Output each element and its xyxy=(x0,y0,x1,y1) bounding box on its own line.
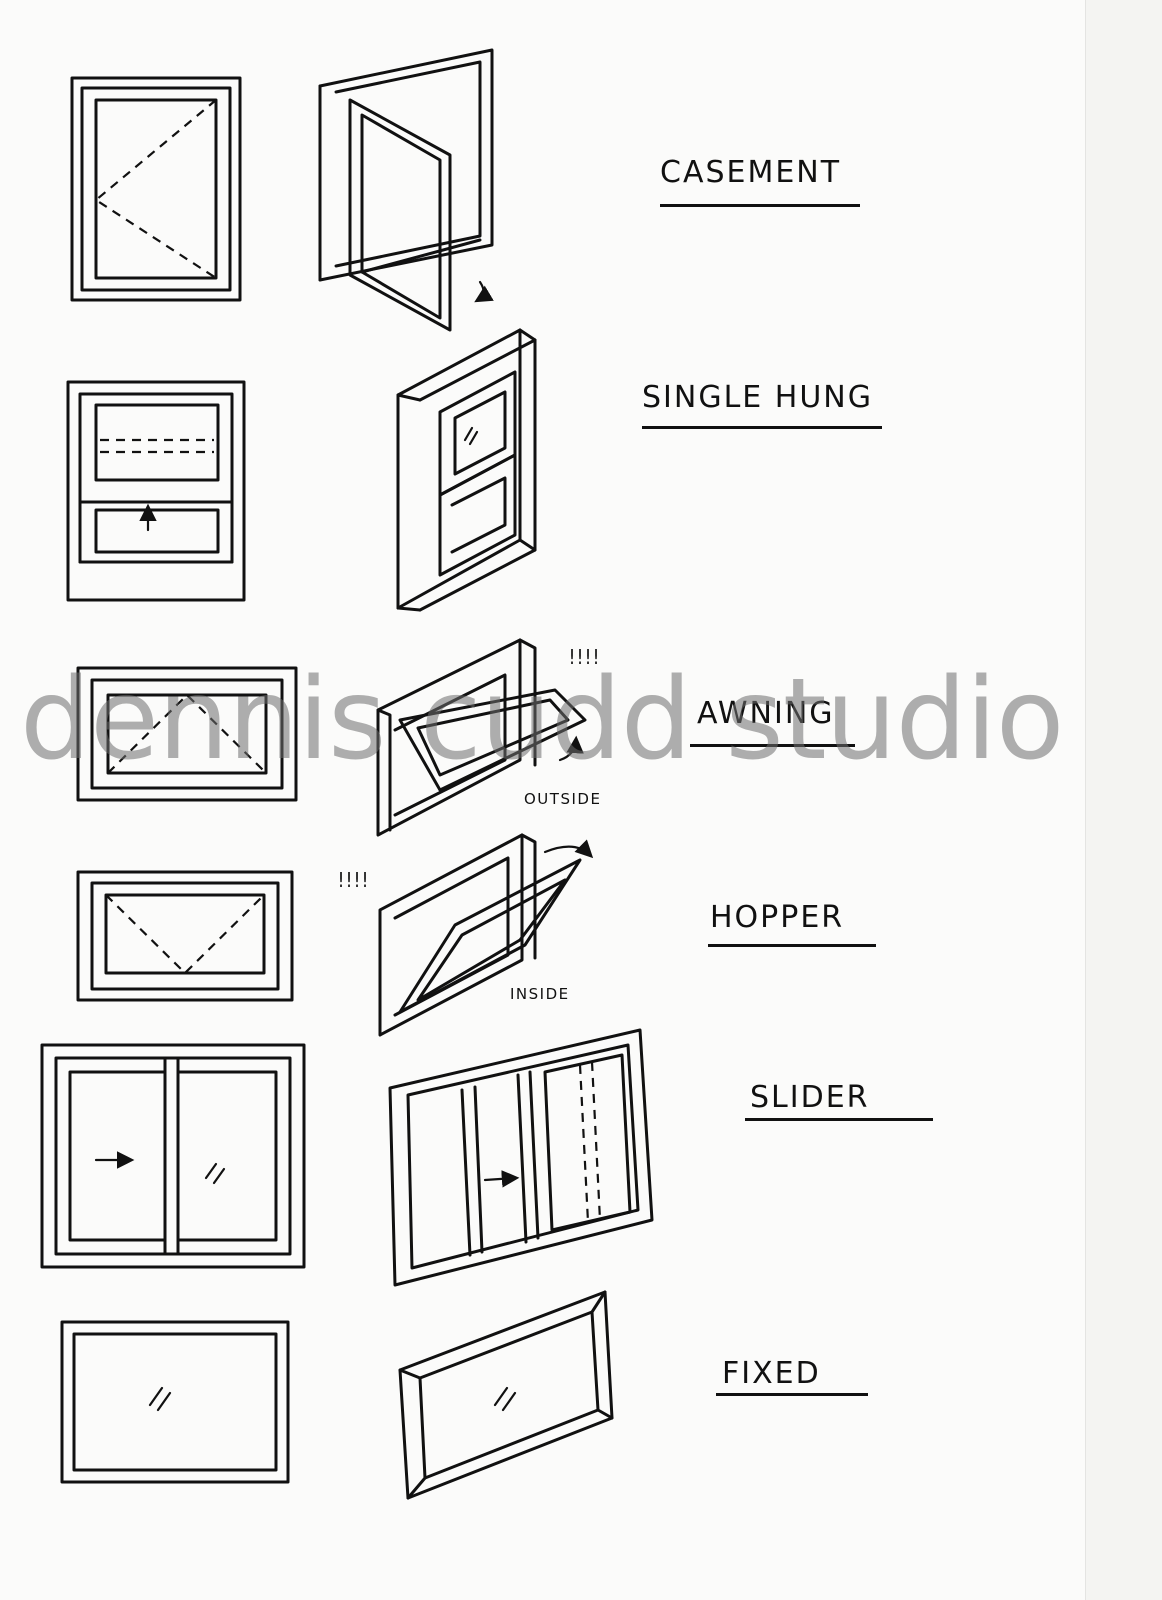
fixed-3d-drawing xyxy=(398,1290,614,1500)
hopper-label: Hopper xyxy=(710,900,845,935)
awning-outside-note: OUTSIDE xyxy=(524,790,602,808)
casement-underline xyxy=(660,204,860,207)
hopper-3d-drawing xyxy=(378,833,594,1037)
slider-elevation-drawing xyxy=(40,1043,306,1269)
hopper-motion-marks: !!!! xyxy=(337,868,370,892)
single-hung-underline xyxy=(642,426,882,429)
single-hung-elevation-drawing xyxy=(66,380,246,602)
single-hung-3d-drawing xyxy=(396,328,537,612)
awning-3d-drawing xyxy=(376,638,587,837)
hopper-underline xyxy=(708,944,876,947)
casement-label: Casement xyxy=(660,155,842,190)
awning-underline xyxy=(690,744,855,747)
slider-3d-drawing xyxy=(388,1028,654,1287)
awning-motion-marks: !!!! xyxy=(568,645,601,669)
casement-3d-drawing xyxy=(318,48,494,332)
casement-elevation-drawing xyxy=(70,76,242,302)
fixed-elevation-drawing xyxy=(60,1320,290,1484)
fixed-underline xyxy=(716,1393,868,1396)
fixed-label: Fixed xyxy=(722,1356,821,1391)
slider-label: Slider xyxy=(750,1080,870,1115)
single-hung-label: Single Hung xyxy=(642,380,873,415)
slider-underline xyxy=(745,1118,933,1121)
awning-label: Awning xyxy=(697,696,835,731)
hopper-inside-note: INSIDE xyxy=(510,985,570,1003)
hopper-elevation-drawing xyxy=(76,870,294,1002)
awning-elevation-drawing xyxy=(76,666,298,802)
